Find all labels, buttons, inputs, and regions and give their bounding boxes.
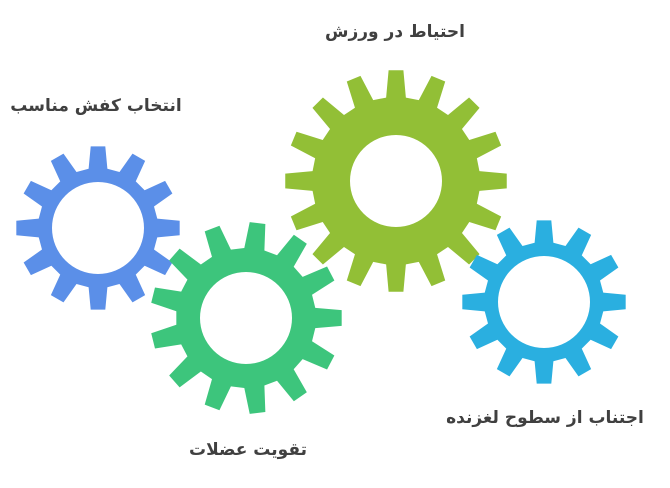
gear-caution-icon — [285, 70, 507, 292]
gear-slippery-icon — [462, 220, 626, 384]
gear-muscles-icon — [151, 222, 342, 414]
gear-label-shoes: انتخاب کفش مناسب — [10, 96, 182, 116]
gear-label-muscles: تقویت عضلات — [189, 440, 307, 460]
gear-shoes-icon — [16, 146, 180, 310]
gear-label-caution: احتیاط در ورزش — [325, 22, 465, 42]
gear-label-slippery: اجتناب از سطوح لغزنده — [446, 408, 644, 428]
